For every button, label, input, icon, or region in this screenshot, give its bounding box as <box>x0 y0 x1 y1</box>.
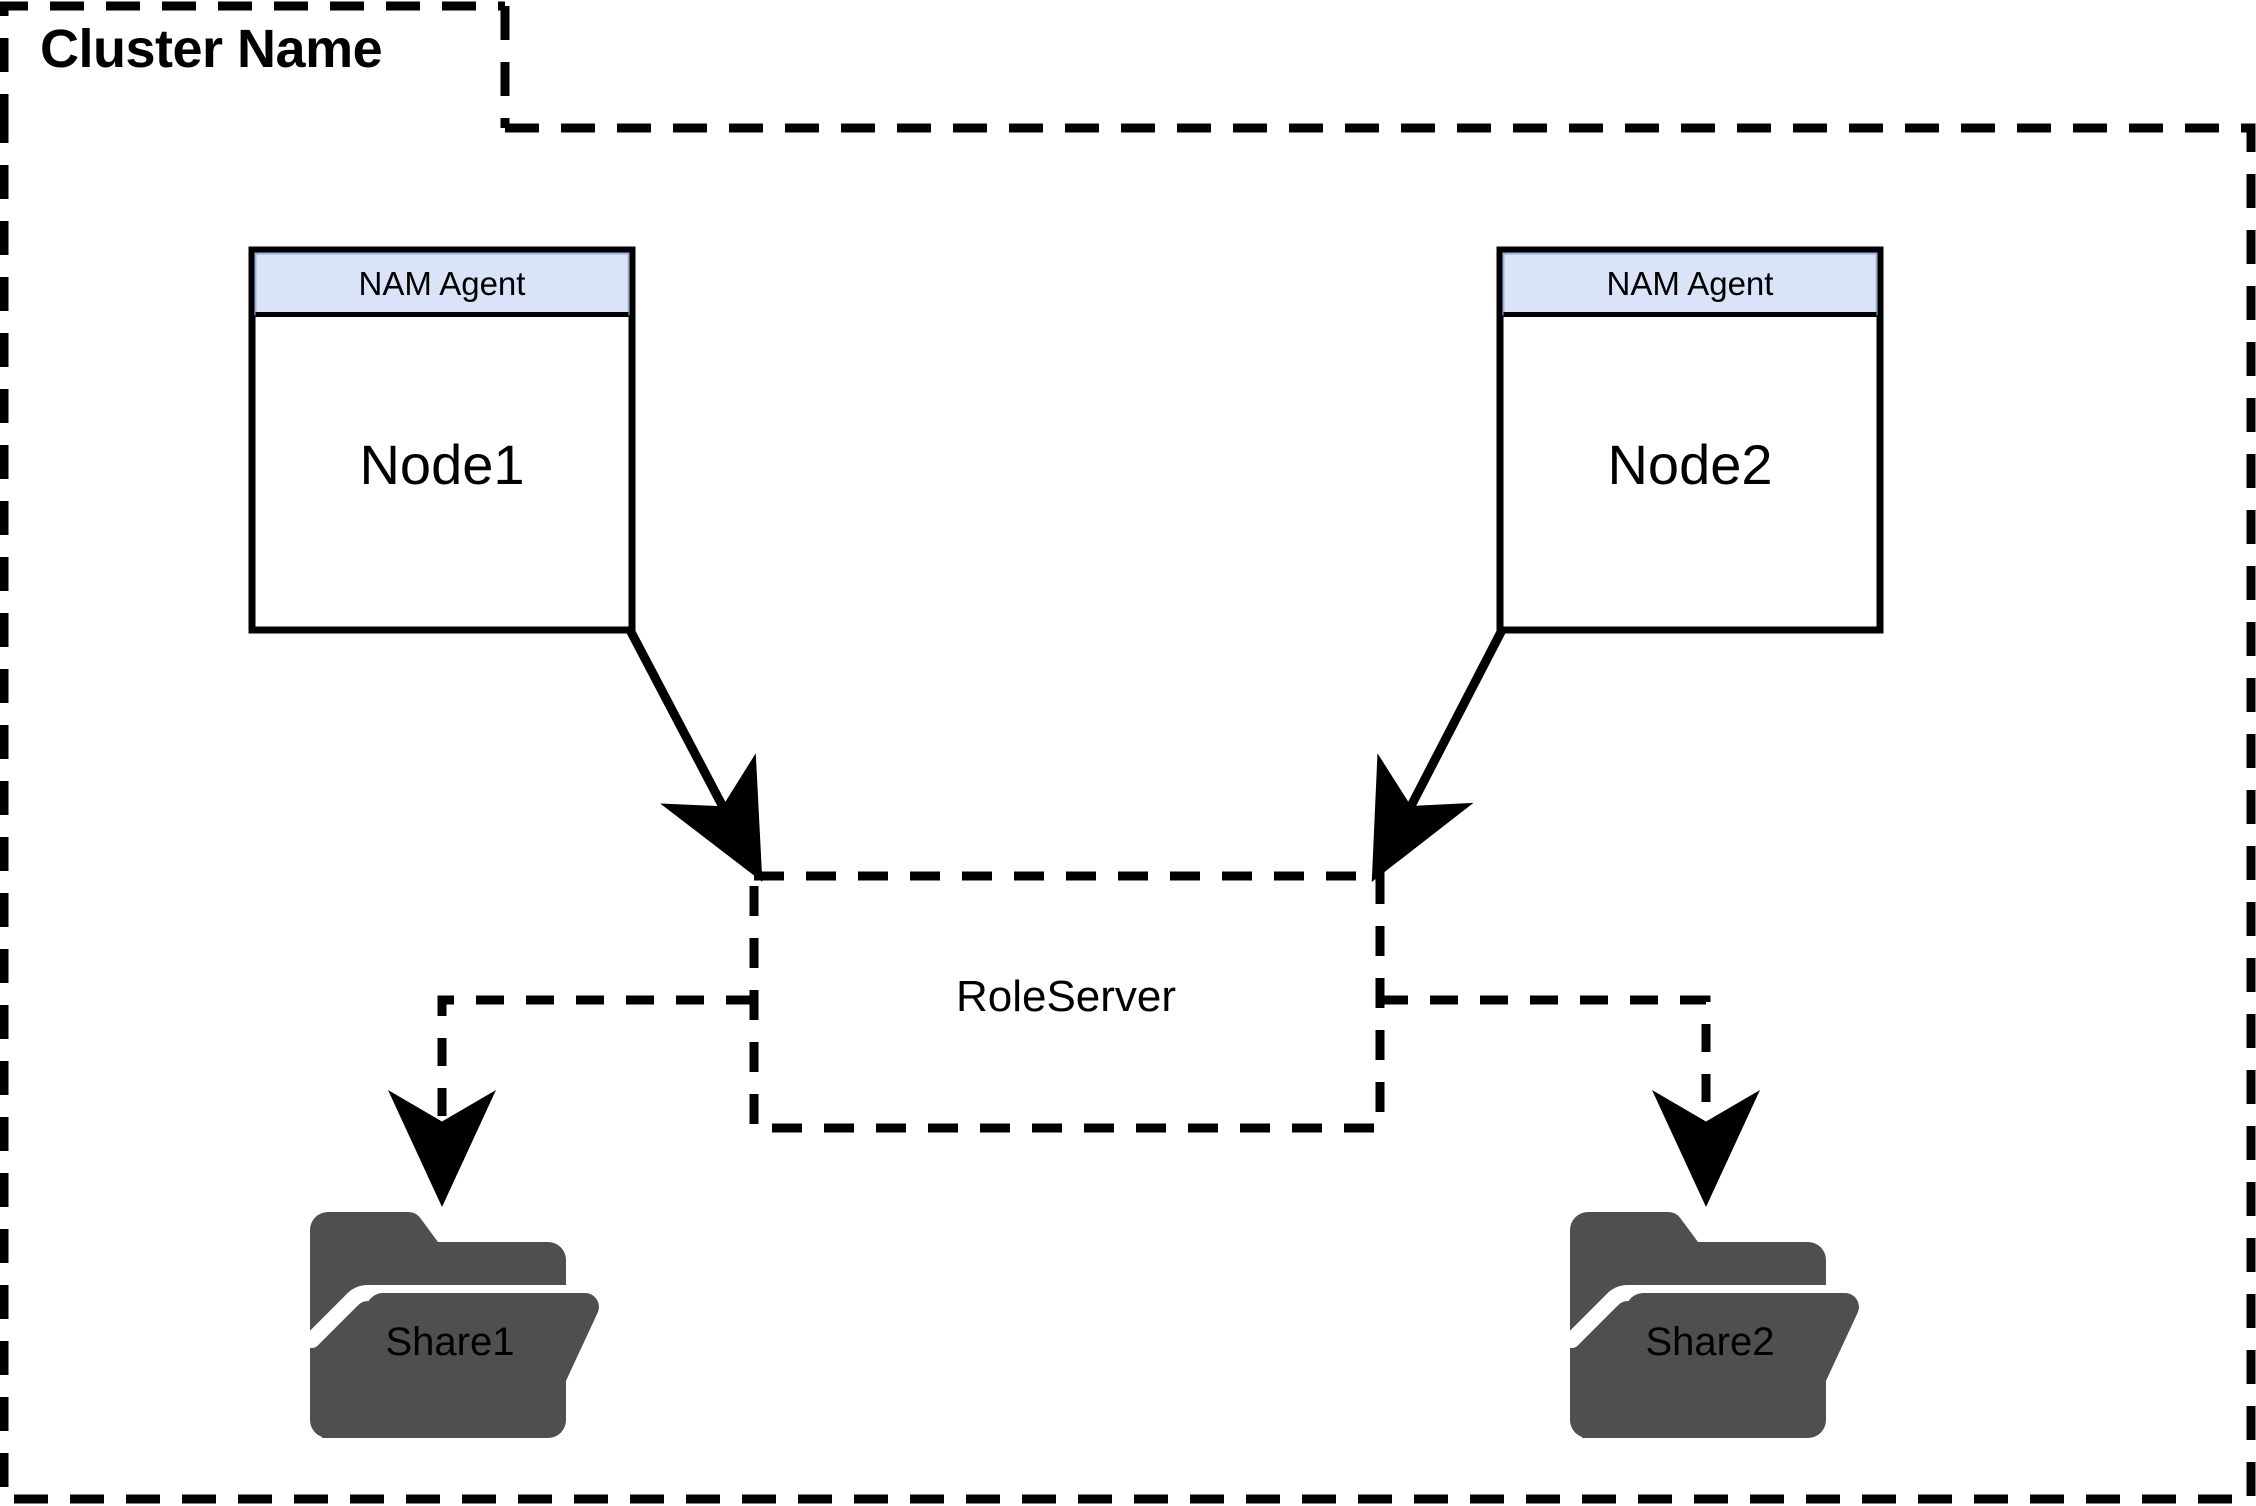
node1-header-strip <box>254 252 630 316</box>
role-server-box[interactable] <box>749 871 1385 1133</box>
folder-front-share2 <box>1582 1293 1859 1438</box>
connector-node1-to-roleserver <box>626 627 763 882</box>
cluster-tab-border <box>0 1 505 128</box>
folder-icon-share1[interactable] <box>304 1212 599 1438</box>
folder-front-share1 <box>322 1293 599 1438</box>
node-box-node2[interactable] <box>1496 246 1884 634</box>
connector-roleserver-to-share1 <box>388 995 754 1207</box>
node2-header-strip <box>1502 252 1878 316</box>
folder-icon-share2[interactable] <box>1564 1212 1859 1438</box>
folder-gap-share2 <box>1564 1285 1848 1348</box>
connector-roleserver-to-share2 <box>1380 995 1760 1207</box>
connector-node2-to-roleserver <box>1371 627 1506 882</box>
node-box-node1[interactable] <box>248 246 636 634</box>
folder-gap-share1 <box>304 1285 588 1348</box>
